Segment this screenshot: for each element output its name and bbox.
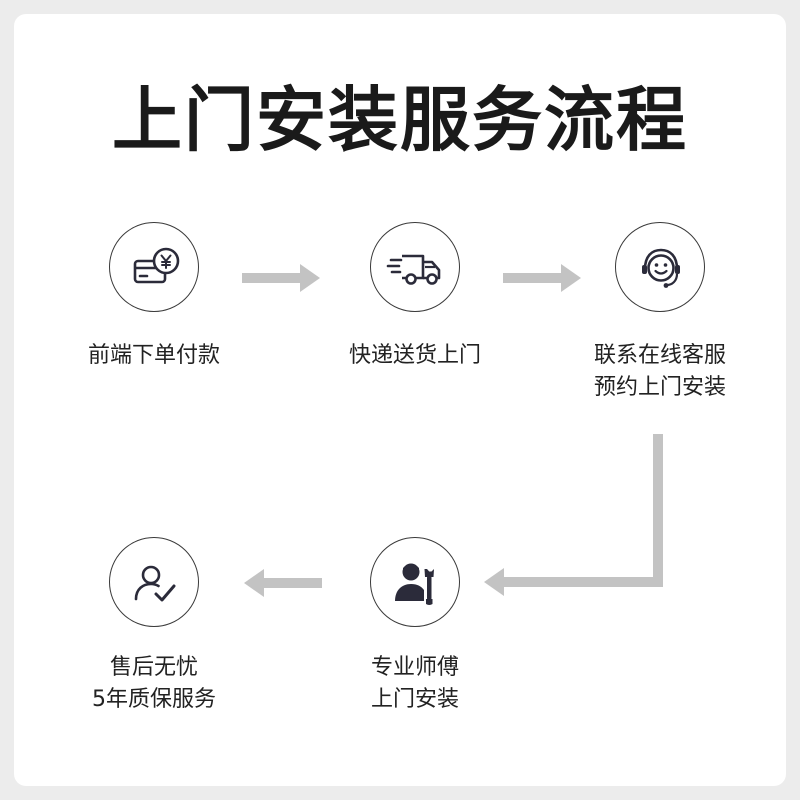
step-1-label-line-1: 前端下单付款 bbox=[87, 343, 220, 368]
step-5-circle bbox=[109, 537, 199, 627]
step-3-label: 联系在线客服 预约上门安装 bbox=[550, 340, 770, 404]
step-2-circle bbox=[370, 222, 460, 312]
arrow-connector-down-left bbox=[484, 434, 663, 596]
technician-wrench-icon bbox=[395, 563, 434, 605]
user-check-icon bbox=[134, 565, 176, 602]
page-title: 上门安装服务流程 bbox=[112, 79, 688, 161]
step-4-label-line-2: 上门安装 bbox=[370, 687, 459, 712]
step-1-circle bbox=[109, 222, 199, 312]
step-2-label-line-1: 快递送货上门 bbox=[348, 343, 481, 368]
step-2-label: 快递送货上门 bbox=[305, 340, 525, 372]
step-5-label-line-2: 5年质保服务 bbox=[92, 687, 216, 712]
step-4-label-line-1: 专业师傅 bbox=[370, 655, 459, 680]
content-card bbox=[14, 14, 786, 786]
arrow-right-2 bbox=[503, 264, 581, 292]
payment-card-yen-icon bbox=[133, 247, 180, 284]
arrow-left-1 bbox=[244, 569, 322, 597]
customer-service-headset-icon bbox=[642, 248, 680, 288]
step-3-circle bbox=[615, 222, 705, 312]
step-5-label-line-1: 售后无忧 bbox=[109, 655, 198, 680]
step-1-label: 前端下单付款 bbox=[44, 340, 264, 372]
step-4-label: 专业师傅 上门安装 bbox=[305, 652, 525, 716]
delivery-truck-icon bbox=[386, 254, 441, 285]
step-5-label: 售后无忧 5年质保服务 bbox=[44, 652, 264, 716]
step-4-circle bbox=[370, 537, 460, 627]
arrow-right-1 bbox=[242, 264, 320, 292]
step-3-label-line-2: 预约上门安装 bbox=[593, 375, 726, 400]
step-3-label-line-1: 联系在线客服 bbox=[593, 343, 726, 368]
